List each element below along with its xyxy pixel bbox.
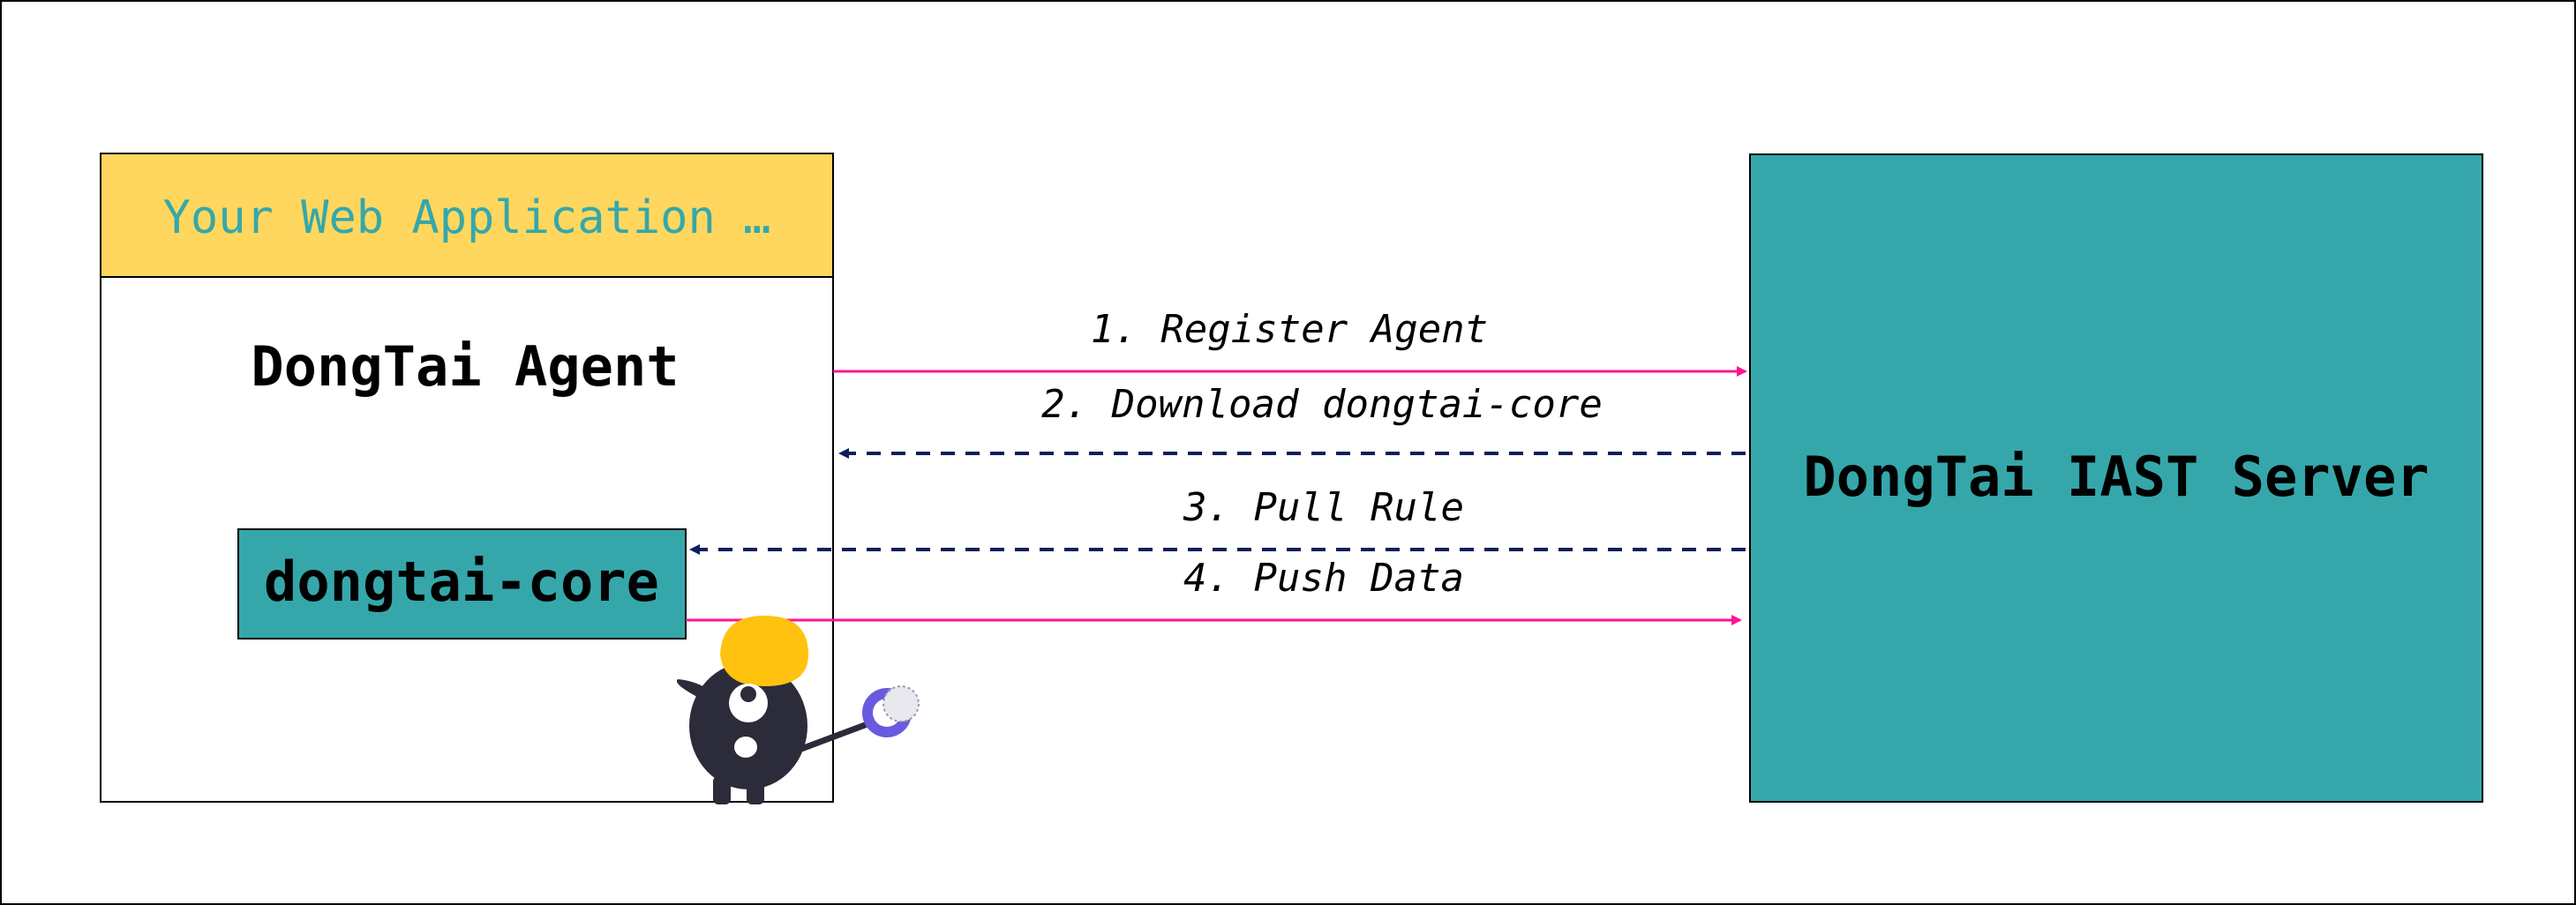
flow-download-core: 2. Download dongtai-core	[838, 382, 1746, 459]
iast-server-rect	[1749, 153, 2483, 803]
dongtai-core-box: dongtai-core	[237, 528, 687, 639]
pull-rule-label: 3. Pull Rule	[1183, 485, 1464, 530]
push-data-label: 4. Push Data	[1183, 556, 1464, 601]
download-core-label: 2. Download dongtai-core	[1041, 382, 1603, 427]
iast-server-label: DongTai IAST Server	[1803, 445, 2429, 509]
dongtai-core-label: dongtai-core	[264, 550, 659, 614]
flow-pull-rule: 3. Pull Rule	[689, 485, 1746, 555]
dongtai-core-rect	[237, 528, 687, 639]
register-agent-label: 1. Register Agent	[1091, 307, 1488, 352]
mascot-with-magnifier-icon	[676, 616, 920, 804]
web-application-title: Your Web Application …	[163, 191, 771, 244]
flow-register-agent: 1. Register Agent	[833, 307, 1747, 377]
flow-push-data: 4. Push Data	[686, 556, 1742, 625]
web-application-header	[100, 153, 834, 278]
iast-server-box: DongTai IAST Server	[1749, 153, 2483, 803]
agent-title: DongTai Agent	[251, 334, 679, 399]
